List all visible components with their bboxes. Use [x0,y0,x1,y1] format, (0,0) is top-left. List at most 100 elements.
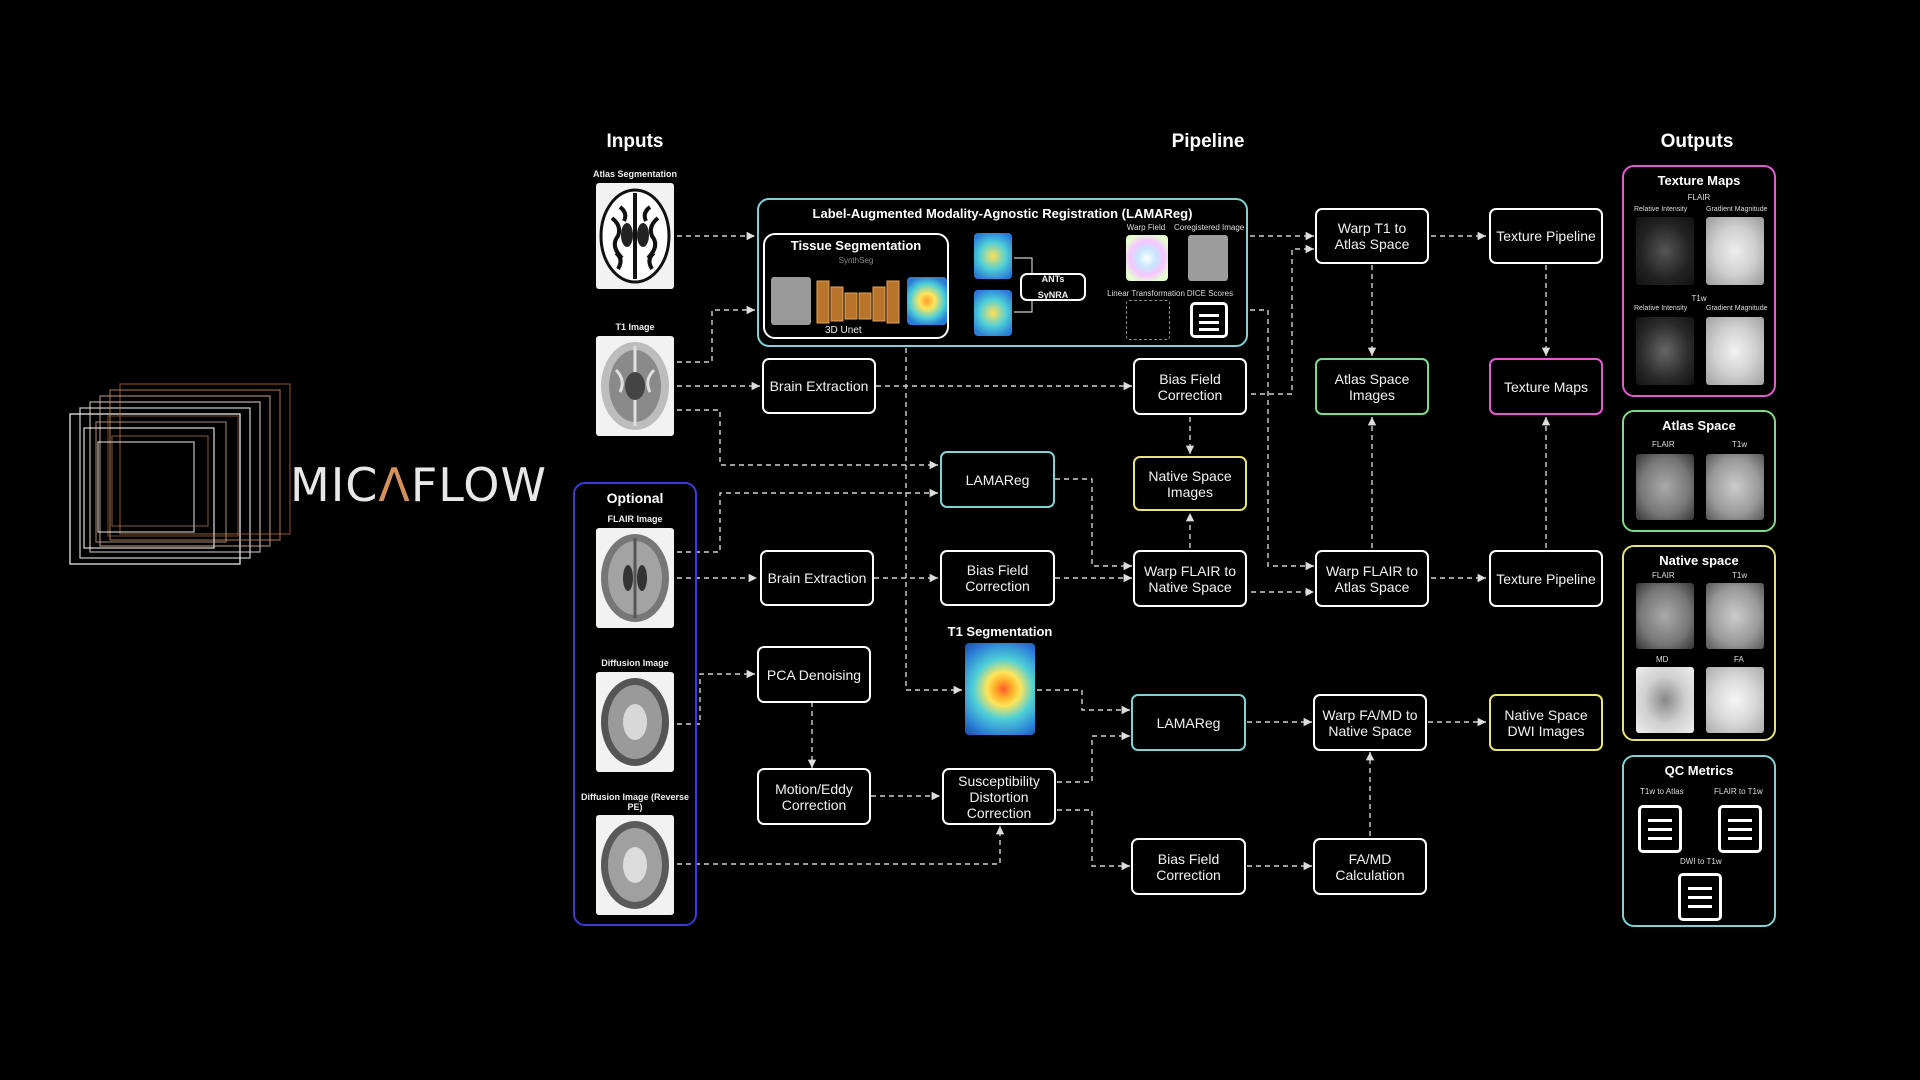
motion-eddy-node: Motion/Eddy Correction [757,768,871,825]
seg-a-thumb [974,233,1012,279]
tm-rel-label-2: Relative Intensity [1634,305,1688,312]
qc-b-doc-icon [1718,805,1762,853]
inputs-title: Inputs [606,131,664,152]
lamareg-group-title: Label-Augmented Modality-Agnostic Regist… [812,206,1193,221]
qc-title: QC Metrics [1664,763,1734,778]
native-dwi-node: Native Space DWI Images [1489,694,1603,751]
optional-inputs-group: Optional [573,482,697,926]
tm-flair-label: FLAIR [1687,193,1711,202]
diffusion-rev-image [596,815,674,915]
diffusion-image [596,672,674,772]
ns-fa-label: FA [1734,655,1744,664]
edge-rev-suscept [677,826,1005,865]
texture-maps-node: Texture Maps [1489,358,1603,415]
qc-c-doc-icon [1678,873,1722,921]
ns-md-image [1636,667,1694,733]
tm-grad-label-2: Gradient Magnitude [1706,305,1768,312]
warp-t1-atlas-node: Warp T1 to Atlas Space [1315,208,1429,264]
unet-icon [816,280,900,324]
bias-field-node-1: Bias Field Correction [1133,358,1247,415]
texture-maps-output: Texture Maps FLAIR Relative Intensity Gr… [1622,165,1776,397]
t1-image [596,336,674,436]
dice-label: DICE Scores [1186,289,1234,298]
warp-flair-atlas-node: Warp FLAIR to Atlas Space [1315,550,1429,607]
tm-t1w-grad-image [1706,317,1764,385]
linear-label: Linear Transformation [1107,289,1185,298]
tm-rel-label-1: Relative Intensity [1634,206,1688,213]
qc-c-label: DWI to T1w [1680,857,1722,866]
flair-label: FLAIR Image [607,514,663,524]
ants-synra-node: ANTs SyNRA [1020,273,1086,301]
ns-t1w-label: T1w [1732,571,1748,580]
warp-flair-native-node: Warp FLAIR to Native Space [1133,550,1247,607]
qc-a-doc-icon [1638,805,1682,853]
warp-famd-node: Warp FA/MD to Native Space [1313,694,1427,751]
lamareg-node-2: LAMAReg [1131,694,1246,751]
edge-t1-lamareg1 [677,409,938,470]
atlas-seg-image [596,183,674,289]
tm-flair-rel-image [1636,217,1694,285]
ns-fa-image [1706,667,1764,733]
brain-extraction-node-1: Brain Extraction [762,358,876,414]
edge-t1seg-lamareg2 [1037,689,1130,715]
pipeline-title: Pipeline [1171,131,1245,152]
native-space-output: Native space FLAIR T1w MD FA [1622,545,1776,741]
texture-pipeline-node-2: Texture Pipeline [1489,550,1603,607]
edge-suscept-bias3 [1057,809,1130,871]
edge-lamareg1-warpflair [1055,478,1132,571]
tissue-output-thumb [907,277,947,325]
synthseg-label: SynthSeg [838,256,874,265]
qc-b-label: FLAIR to T1w [1714,787,1763,796]
atlas-space-images-node: Atlas Space Images [1315,358,1429,415]
edge-group-warpflairatlas [1250,309,1314,571]
edge-group-t1seg [905,348,962,695]
logo-mark [69,383,291,565]
native-space-images-node: Native Space Images [1133,456,1247,511]
brain-extraction-node-2: Brain Extraction [760,550,874,606]
edge-diff-pca [677,669,755,725]
qc-a-label: T1w to Atlas [1640,787,1684,796]
native-space-title: Native space [1659,553,1739,568]
logo-wordmark: MICΛFLOW [290,458,547,512]
diffusion-rev-label: Diffusion Image (Reverse PE) [580,792,690,812]
pca-denoising-node: PCA Denoising [757,646,871,703]
tm-t1w-label: T1w [1691,294,1707,303]
edge-t1-group [677,305,755,363]
atlas-seg-label: Atlas Segmentation [592,169,677,179]
t1-segmentation-label: T1 Segmentation [947,624,1053,639]
optional-title: Optional [606,490,664,506]
linear-matrix-thumb [1126,300,1170,340]
qc-metrics-output: QC Metrics T1w to Atlas FLAIR to T1w DWI… [1622,755,1776,927]
tissue-seg-title: Tissue Segmentation [790,238,922,253]
seg-b-thumb [974,290,1012,336]
as-flair-label: FLAIR [1652,440,1675,449]
edge-bias1-warpt1 [1251,244,1314,395]
t1-label: T1 Image [615,322,655,332]
famd-calc-node: FA/MD Calculation [1313,838,1427,895]
outputs-title: Outputs [1660,131,1734,152]
unet-label: 3D Unet [825,325,862,336]
tissue-segmentation-box: Tissue Segmentation SynthSeg 3D Unet [763,233,949,339]
warp-field-label: Warp Field [1126,223,1166,232]
tm-grad-label-1: Gradient Magnitude [1706,206,1768,213]
as-t1w-label: T1w [1732,440,1748,449]
coregistered-thumb [1188,235,1228,281]
tissue-input-thumb [771,277,811,325]
lamareg-group: Label-Augmented Modality-Agnostic Regist… [757,198,1248,347]
edge-flair-lamareg1 [677,488,938,553]
susceptibility-node: Susceptibility Distortion Correction [942,768,1056,825]
ns-t1w-image [1706,583,1764,649]
atlas-space-output: Atlas Space FLAIR T1w [1622,410,1776,532]
atlas-space-title: Atlas Space [1662,418,1736,433]
t1-segmentation-image [965,643,1035,735]
bias-field-node-3: Bias Field Correction [1131,838,1246,895]
ns-flair-image [1636,583,1694,649]
coregistered-label: Coregistered Image [1174,223,1245,232]
as-flair-image [1636,454,1694,520]
dice-doc-icon [1190,302,1228,338]
lamareg-node-1: LAMAReg [940,451,1055,508]
diffusion-label: Diffusion Image [601,658,669,668]
warp-field-thumb [1126,235,1168,281]
